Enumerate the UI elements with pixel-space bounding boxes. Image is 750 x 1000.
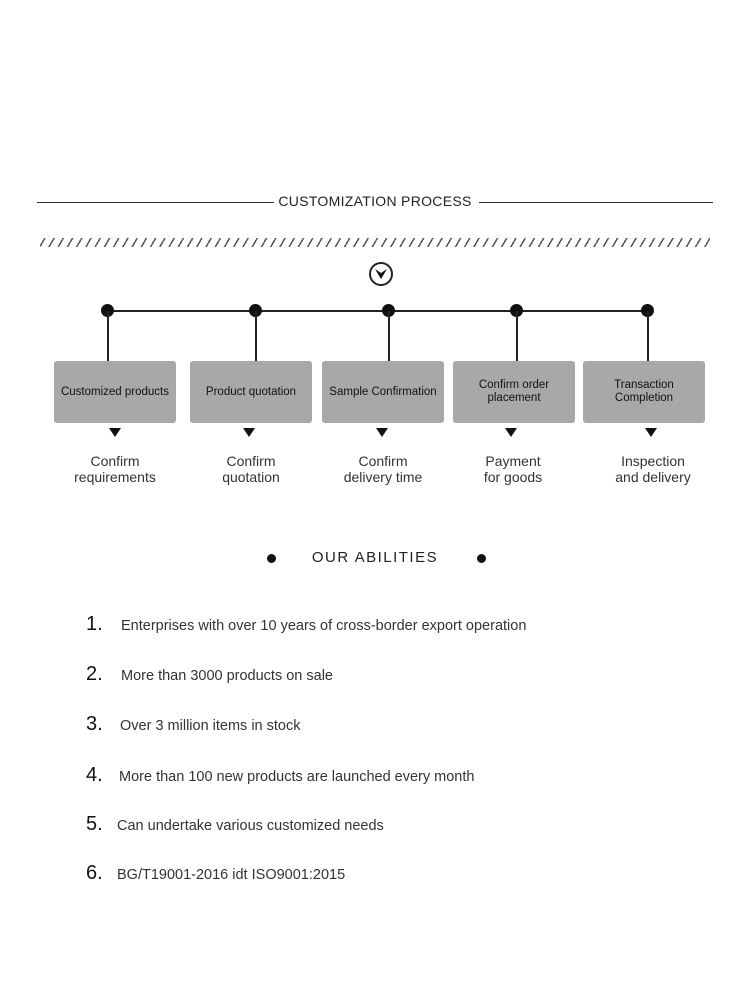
step-description: Payment for goods: [483, 453, 543, 485]
step-box-label: Customized products: [60, 385, 170, 398]
ability-item: 2. More than 3000 products on sale: [86, 663, 333, 693]
ability-number: 6.: [86, 862, 103, 884]
timeline-connector: [107, 311, 109, 361]
ability-item: 4. More than 100 new products are launch…: [86, 764, 474, 794]
step-box-label: Transaction Completion: [614, 379, 674, 404]
ability-number: 4.: [86, 764, 103, 786]
ability-text: Over 3 million items in stock: [120, 718, 301, 734]
arrow-down-icon: [243, 428, 255, 437]
title-rule-left: [37, 202, 282, 203]
section-title: CUSTOMIZATION PROCESS: [0, 193, 750, 209]
timeline-node: [641, 304, 654, 317]
step-box-confirm-order: Confirm order placement: [453, 361, 575, 423]
step-description: Confirm quotation: [222, 453, 280, 485]
step-description: Confirm requirements: [74, 453, 156, 485]
ability-number: 2.: [86, 663, 103, 685]
ability-text: BG/T19001-2016 idt ISO9001:2015: [117, 867, 346, 883]
section-title-text: CUSTOMIZATION PROCESS: [274, 193, 476, 209]
abilities-dot-right: [477, 554, 486, 563]
step-description: Confirm delivery time: [343, 453, 423, 485]
chevron-down-circle-icon: [369, 262, 393, 286]
ability-text: Enterprises with over 10 years of cross-…: [121, 618, 527, 634]
timeline-connector: [388, 311, 390, 361]
ability-item: 3. Over 3 million items in stock: [86, 713, 301, 743]
timeline-connector: [647, 311, 649, 361]
arrow-down-icon: [505, 428, 517, 437]
step-box-label: Sample Confirmation: [329, 385, 437, 398]
ability-text: Can undertake various customized needs: [117, 818, 384, 834]
abilities-title: OUR ABILITIES: [311, 549, 439, 566]
hatch-divider: [40, 238, 710, 247]
ability-number: 5.: [86, 813, 103, 835]
arrow-down-icon: [109, 428, 121, 437]
ability-item: 6. BG/T19001-2016 idt ISO9001:2015: [86, 862, 345, 892]
step-box-transaction-completion: Transaction Completion: [583, 361, 705, 423]
ability-item: 1. Enterprises with over 10 years of cro…: [86, 613, 526, 643]
step-box-label: Confirm order placement: [478, 379, 550, 404]
step-box-customized-products: Customized products: [54, 361, 176, 423]
abilities-dot-left: [267, 554, 276, 563]
timeline-node: [510, 304, 523, 317]
ability-number: 1.: [86, 613, 103, 635]
step-box-product-quotation: Product quotation: [190, 361, 312, 423]
ability-text: More than 3000 products on sale: [121, 668, 333, 684]
arrow-down-icon: [645, 428, 657, 437]
timeline-node: [382, 304, 395, 317]
timeline-connector: [255, 311, 257, 361]
arrow-down-icon: [376, 428, 388, 437]
step-box-label: Product quotation: [205, 385, 297, 398]
ability-number: 3.: [86, 713, 103, 735]
step-box-sample-confirmation: Sample Confirmation: [322, 361, 444, 423]
ability-item: 5. Can undertake various customized need…: [86, 813, 384, 843]
step-description: Inspection and delivery: [615, 453, 691, 485]
timeline-line: [107, 310, 647, 312]
timeline-node: [249, 304, 262, 317]
title-rule-right: [479, 202, 713, 203]
ability-text: More than 100 new products are launched …: [119, 769, 475, 785]
timeline-node: [101, 304, 114, 317]
timeline-connector: [516, 311, 518, 361]
